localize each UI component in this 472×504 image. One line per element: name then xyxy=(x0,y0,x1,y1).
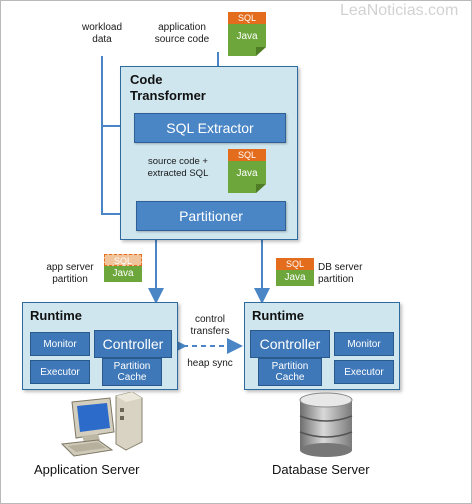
page-fold-icon xyxy=(256,47,266,56)
sql-tag: SQL xyxy=(228,149,266,161)
runtime-left-partition-cache: Partition Cache xyxy=(102,358,162,386)
runtime-right-partition-cache: Partition Cache xyxy=(258,358,322,386)
db-server-partition-label: DB server partition xyxy=(318,262,363,285)
runtime-right-controller: Controller xyxy=(250,330,330,358)
db-partition-document: SQL Java xyxy=(276,258,314,286)
runtime-right-title: Runtime xyxy=(252,308,304,323)
application-source-code-label: application source code xyxy=(154,22,210,45)
partitioner-block: Partitioner xyxy=(136,201,286,231)
workload-data-label: workload data xyxy=(81,22,123,45)
runtime-left-title: Runtime xyxy=(30,308,82,323)
runtime-left-controller: Controller xyxy=(94,330,172,358)
database-server-label: Database Server xyxy=(272,462,370,477)
runtime-right-executor: Executor xyxy=(334,360,394,384)
sql-tag: SQL xyxy=(228,12,266,24)
sql-tag-faded: SQL xyxy=(104,254,142,266)
app-server-partition-label: app server partition xyxy=(46,262,94,285)
control-transfers-label: control transfers xyxy=(190,314,230,337)
java-tag: Java xyxy=(104,266,142,282)
page-fold-icon xyxy=(256,184,266,193)
java-tag: Java xyxy=(276,270,314,286)
application-server-label: Application Server xyxy=(34,462,140,477)
source-document-top: SQL Java xyxy=(228,12,266,56)
runtime-right-monitor: Monitor xyxy=(334,332,394,356)
computer-icon xyxy=(60,392,143,457)
runtime-left-executor: Executor xyxy=(30,360,90,384)
intermediate-label: source code + extracted SQL xyxy=(147,156,209,179)
code-transformer-title: Code Transformer xyxy=(130,72,206,103)
database-icon xyxy=(299,392,353,457)
app-partition-document: SQL Java xyxy=(104,254,142,282)
intermediate-document: SQL Java xyxy=(228,149,266,193)
runtime-left-monitor: Monitor xyxy=(30,332,90,356)
watermark: LeaNoticias.com xyxy=(340,2,459,19)
sql-tag: SQL xyxy=(276,258,314,270)
sql-extractor-block: SQL Extractor xyxy=(134,113,286,143)
heap-sync-label: heap sync xyxy=(187,358,233,369)
